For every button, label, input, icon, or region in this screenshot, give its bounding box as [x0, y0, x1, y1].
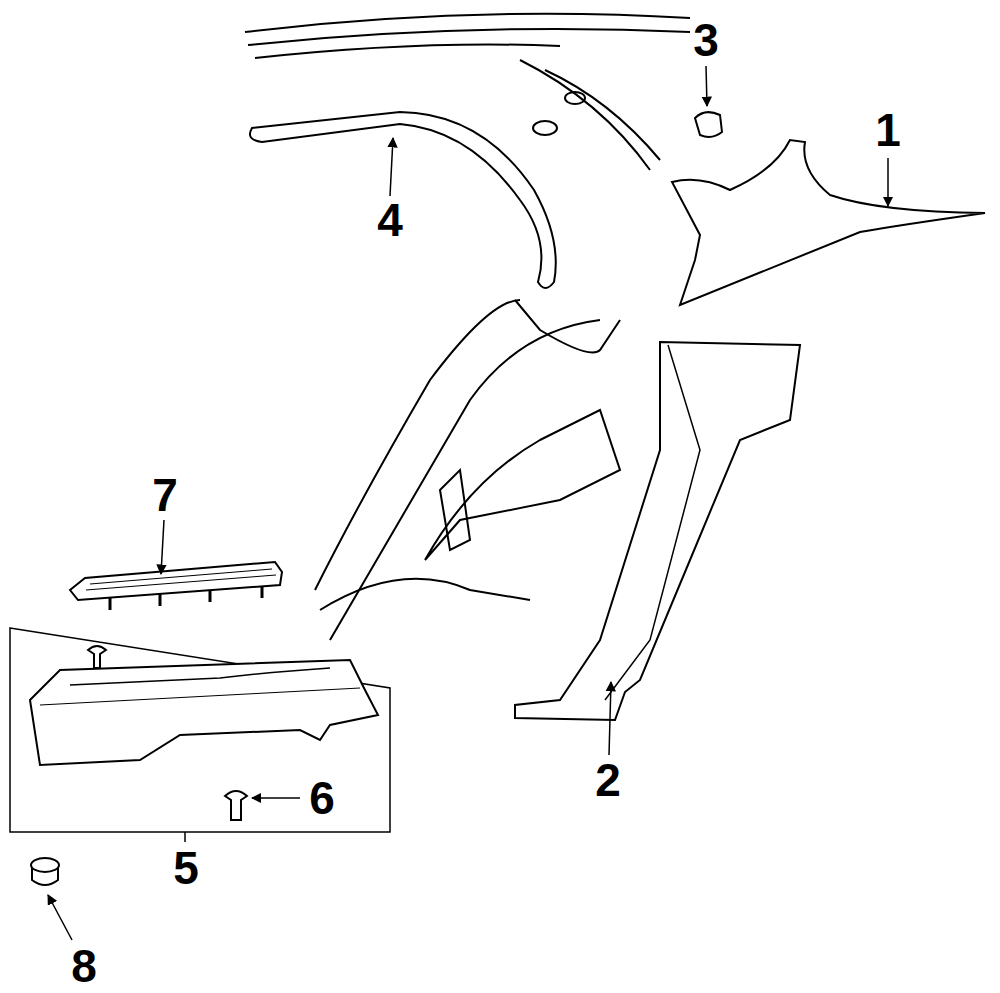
plug-cap	[31, 858, 59, 872]
sill-groove	[70, 668, 330, 685]
quarter-trim-panel	[672, 140, 985, 305]
body-hole	[565, 92, 585, 104]
sill-groove	[40, 688, 360, 705]
callout-number: 2	[595, 757, 621, 803]
pillar-line	[545, 70, 660, 160]
screw	[88, 646, 106, 668]
plug-button	[31, 858, 59, 885]
body-hole	[533, 121, 557, 135]
leader-lines	[48, 66, 888, 940]
floor-line	[320, 579, 530, 610]
screw	[225, 791, 247, 820]
leader-line	[161, 520, 164, 574]
pillar-trim	[515, 342, 800, 720]
body-cavity	[440, 470, 470, 550]
clip	[695, 112, 722, 137]
callout-number: 6	[309, 775, 335, 821]
leader-line	[390, 138, 393, 196]
callout-number: 7	[152, 472, 178, 518]
kit-bracket	[184, 832, 186, 842]
sill-plate-body	[30, 660, 378, 765]
roof-line	[248, 29, 690, 45]
callout-anchor: 2	[595, 757, 621, 803]
callout-number: 5	[173, 845, 199, 891]
callout-number: 4	[377, 197, 403, 243]
callout-anchor: 7	[152, 472, 178, 518]
pillar-edge	[515, 300, 620, 353]
kit-bracket	[10, 628, 390, 832]
vehicle-body	[245, 14, 690, 640]
callout-anchor: 5	[173, 845, 199, 891]
callout-anchor: 8	[71, 943, 97, 989]
door-opening	[315, 300, 520, 590]
door-opening	[330, 320, 600, 640]
leader-line	[252, 797, 300, 799]
pillar-trim-edge	[605, 345, 700, 700]
scuff-plate-body	[70, 562, 282, 600]
leader-line	[609, 682, 611, 755]
roof-line	[255, 45, 560, 59]
callout-number: 3	[693, 17, 719, 63]
leader-line	[887, 158, 889, 206]
sill-plate	[30, 646, 378, 820]
pillar-line	[520, 60, 650, 170]
callout-anchor: 3	[693, 17, 719, 63]
leader-line	[48, 895, 72, 940]
callout-number: 8	[71, 943, 97, 989]
scuff-plate	[70, 562, 282, 610]
callout-anchor: 6	[309, 775, 335, 821]
callout-number: 1	[875, 107, 901, 153]
scuff-ridge	[90, 569, 272, 584]
scuff-ridge	[86, 575, 276, 590]
callout-anchor: 1	[875, 107, 901, 153]
roof-molding	[250, 112, 556, 288]
leader-line	[706, 66, 707, 106]
scuff-peg	[110, 586, 262, 610]
body-cavity	[425, 410, 620, 560]
callout-anchor: 4	[377, 197, 403, 243]
